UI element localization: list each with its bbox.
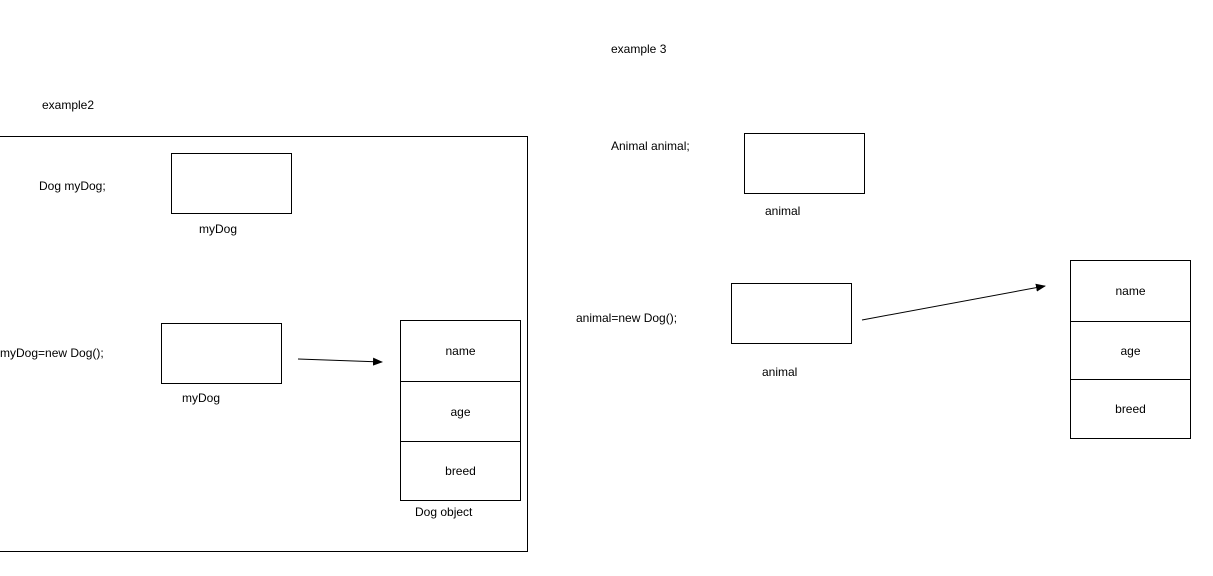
example2-assignment: myDog=new Dog(); (0, 346, 104, 360)
example3-assignment: animal=new Dog(); (576, 311, 678, 325)
example2-title: example2 (42, 98, 95, 112)
example3-field-breed: breed (1071, 379, 1190, 438)
example3-field-age: age (1071, 321, 1190, 379)
example2-myDog-variable-box (171, 153, 292, 214)
example2-myDog-reference-box (161, 323, 282, 384)
example3-declaration: Animal animal; (611, 139, 690, 153)
example2-field-age: age (401, 381, 520, 441)
example2-field-breed: breed (401, 441, 520, 500)
example3-animal-label-1: animal (765, 204, 801, 218)
example2-myDog-label-2: myDog (182, 391, 221, 405)
example3-animal-label-2: animal (762, 365, 798, 379)
example3-field-name: name (1115, 284, 1146, 298)
example3-title: example 3 (611, 42, 667, 56)
example2-field-name: name (445, 344, 476, 358)
example2-frame (0, 136, 528, 552)
example3-reference-arrow (861, 283, 1046, 321)
example3-dog-object: name age breed (1070, 260, 1191, 439)
example3-animal-variable-box (744, 133, 865, 194)
example2-myDog-label-1: myDog (199, 222, 238, 236)
example2-object-caption: Dog object (415, 505, 473, 519)
example3-animal-reference-box (731, 283, 852, 344)
example2-dog-object: name age breed (400, 320, 521, 501)
example2-declaration: Dog myDog; (39, 179, 106, 193)
